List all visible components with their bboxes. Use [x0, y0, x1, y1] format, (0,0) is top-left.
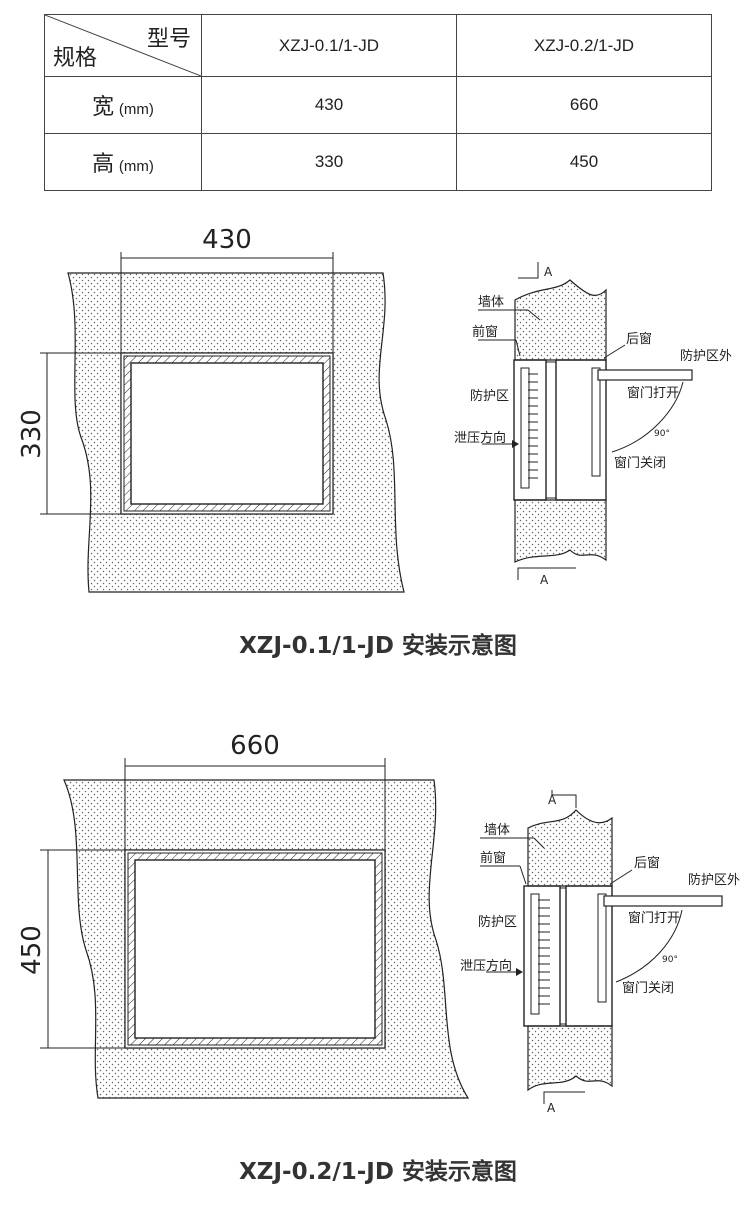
wall-label: 墙体 — [484, 823, 510, 838]
height-dimension-label: 330 — [17, 409, 47, 459]
diagram-caption-2: XZJ-0.2/1-JD 安装示意图 — [239, 1159, 517, 1185]
rear-door-panel — [591, 367, 601, 477]
wall-bottom — [527, 1025, 613, 1092]
front-window-label: 前窗 — [472, 324, 498, 340]
row-label-height: 高 (mm) — [44, 133, 202, 191]
width-unit: (mm) — [118, 101, 154, 118]
header-model-label: 型号 — [146, 27, 191, 52]
front-window-label: 前窗 — [480, 850, 506, 866]
angle-label: 90° — [654, 429, 670, 439]
section-marker-top — [551, 790, 577, 808]
relief-springs — [538, 899, 550, 1005]
wall-top — [527, 809, 613, 887]
table-header-cell: 型号 规格 — [44, 14, 202, 77]
wall-bottom — [514, 499, 607, 563]
open-angle-arc — [611, 381, 684, 453]
rear-window-label: 后窗 — [634, 855, 660, 871]
open-door-arm — [597, 369, 693, 381]
spec-table: 型号 规格 XZJ-0.1/1-JD XZJ-0.2/1-JD 宽 (mm) 4… — [44, 14, 712, 191]
relief-spring-column — [530, 893, 540, 1015]
table-cell: 430 — [201, 76, 457, 134]
front-view-diagram-2: 660 450 — [17, 731, 470, 1099]
wall-top — [514, 279, 607, 361]
protected-zone-label: 防护区 — [470, 388, 509, 404]
height-dimension-label: 450 — [17, 925, 47, 975]
section-view-diagram-1: A A 墙体 前窗 后窗 防护区外 防护区 窗门打开 泄压方向 90° 窗门关闭 — [454, 262, 732, 587]
relief-direction-label: 泄压方向 — [454, 430, 506, 446]
rear-window-frame — [555, 359, 607, 501]
section-marker-bottom — [517, 567, 576, 580]
section-marker-top — [518, 262, 539, 279]
row-label-width: 宽 (mm) — [44, 76, 202, 134]
front-window-frame — [523, 885, 561, 1027]
width-label: 宽 — [92, 95, 115, 120]
angle-label: 90° — [662, 955, 678, 965]
outside-zone-label: 防护区外 — [688, 872, 740, 888]
section-mark-top: A — [544, 265, 553, 279]
outside-zone-label: 防护区外 — [680, 348, 732, 364]
width-dimension-label: 430 — [202, 225, 252, 255]
wall-label: 墙体 — [478, 295, 504, 310]
section-marker-bottom — [543, 1091, 585, 1104]
front-view-diagram-1: 430 330 — [17, 225, 405, 593]
height-unit: (mm) — [118, 158, 154, 175]
door-closed-label: 窗门关闭 — [614, 455, 666, 471]
rear-window-frame — [565, 885, 613, 1027]
width-dimension-label: 660 — [230, 731, 280, 761]
diagram-caption-1: XZJ-0.1/1-JD 安装示意图 — [239, 633, 517, 659]
table-cell: 450 — [456, 133, 712, 191]
header-diagonal-line — [45, 15, 201, 76]
section-view-diagram-2: A A 墙体 前窗 后窗 防护区外 防护区 窗门打开 泄压方向 90° 窗门关闭 — [460, 790, 740, 1115]
section-mark-bottom: A — [547, 1101, 556, 1115]
height-label: 高 — [92, 152, 115, 177]
model-column-2: XZJ-0.2/1-JD — [456, 14, 712, 77]
relief-direction-label: 泄压方向 — [460, 958, 512, 974]
window-panel — [130, 362, 324, 505]
model-column-1: XZJ-0.1/1-JD — [201, 14, 457, 77]
door-closed-label: 窗门关闭 — [622, 980, 674, 996]
section-mark-bottom: A — [540, 573, 549, 587]
door-open-label: 窗门打开 — [627, 385, 679, 401]
protected-zone-label: 防护区 — [478, 914, 517, 930]
window-panel — [134, 859, 376, 1039]
rear-window-label: 后窗 — [626, 331, 652, 347]
section-mark-top: A — [548, 793, 557, 807]
rear-door-panel — [597, 893, 607, 1003]
table-cell: 330 — [201, 133, 457, 191]
relief-springs — [528, 373, 538, 479]
relief-spring-column — [520, 367, 530, 489]
open-door-arm — [603, 895, 723, 907]
front-window-frame — [513, 359, 547, 501]
door-open-label: 窗门打开 — [628, 910, 680, 926]
open-angle-arc — [615, 909, 683, 983]
header-spec-label: 规格 — [53, 46, 98, 71]
